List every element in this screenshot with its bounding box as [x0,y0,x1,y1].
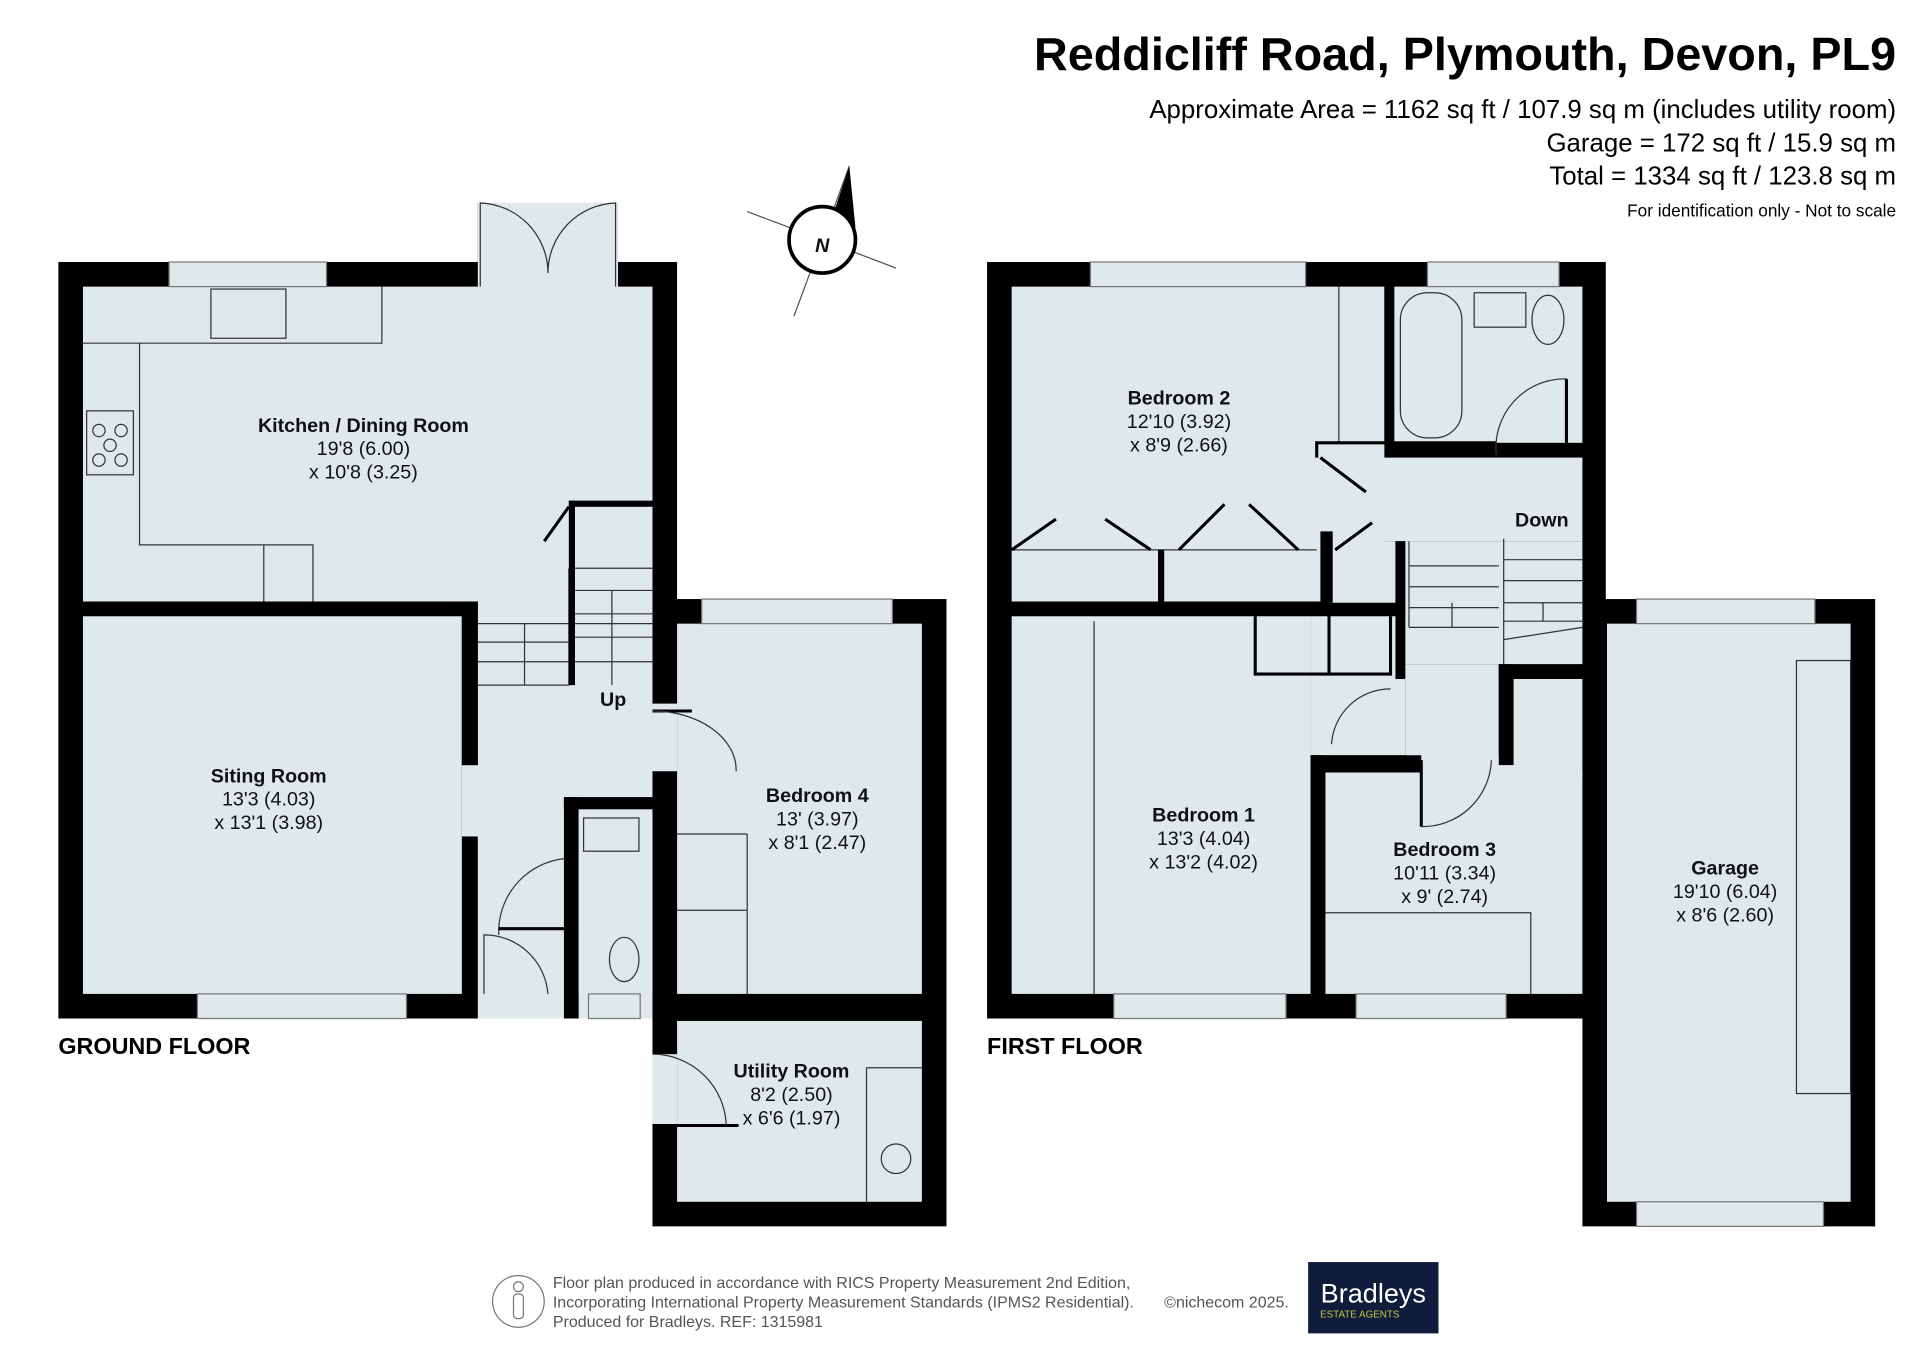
bedroom1-dim2: x 13'2 (4.02) [1149,851,1258,873]
svg-text:ESTATE AGENTS: ESTATE AGENTS [1320,1309,1400,1320]
bedroom4-name: Bedroom 4 [766,785,869,807]
bedroom2-dim1: 12'10 (3.92) [1127,411,1231,433]
siting-room-name: Siting Room [211,765,327,787]
area-approx: Approximate Area = 1162 sq ft / 107.9 sq… [1149,96,1896,124]
compass-icon: N [746,165,897,317]
bedroom3-dim2: x 9' (2.74) [1401,886,1488,908]
garage-dim1: 19'10 (6.04) [1673,881,1777,903]
property-title: Reddicliff Road, Plymouth, Devon, PL9 [1034,28,1896,80]
bedroom2-name: Bedroom 2 [1128,388,1231,410]
stairs-up-label: Up [600,689,626,711]
bedroom4-dim1: 13' (3.97) [776,808,859,830]
siting-room-dim2: x 13'1 (3.98) [214,812,323,834]
garage-dim2: x 8'6 (2.60) [1676,904,1774,926]
ground-floor-label: GROUND FLOOR [58,1033,250,1059]
utility-dim1: 8'2 (2.50) [750,1084,832,1106]
bedroom4-dim2: x 8'1 (2.47) [768,832,866,854]
bedroom1-name: Bedroom 1 [1152,805,1255,827]
footer: Floor plan produced in accordance with R… [491,1262,1439,1334]
svg-text:N: N [815,235,830,257]
kitchen-dim1: 19'8 (6.00) [317,438,410,460]
disclaimer: For identification only - Not to scale [1627,200,1896,220]
kitchen-dim2: x 10'8 (3.25) [309,461,418,483]
footer-line-2: Incorporating International Property Mea… [553,1295,1134,1312]
copyright: ©nichecom 2025. [1164,1295,1289,1312]
area-garage: Garage = 172 sq ft / 15.9 sq m [1546,129,1896,157]
garage-name: Garage [1691,858,1759,880]
stairs-down-label: Down [1515,509,1569,531]
first-floor: Bedroom 2 12'10 (3.92) x 8'9 (2.66) Bedr… [987,261,1876,1227]
first-floor-label: FIRST FLOOR [987,1033,1143,1059]
ground-floor: Kitchen / Dining Room 19'8 (6.00) x 10'8… [58,202,947,1227]
bedroom3-dim1: 10'11 (3.34) [1393,863,1496,885]
bedroom3-name: Bedroom 3 [1393,839,1496,861]
bedroom1-dim1: 13'3 (4.04) [1157,828,1250,850]
footer-line-1: Floor plan produced in accordance with R… [553,1275,1131,1292]
siting-room-dim1: 13'3 (4.03) [222,789,315,811]
bradleys-logo: Bradleys ESTATE AGENTS [1308,1262,1439,1334]
utility-dim2: x 6'6 (1.97) [743,1107,841,1129]
footer-line-3: Produced for Bradleys. REF: 1315981 [553,1314,823,1331]
area-total: Total = 1334 sq ft / 123.8 sq m [1549,163,1896,191]
person-icon [491,1274,545,1328]
utility-name: Utility Room [734,1061,850,1083]
svg-text:Bradleys: Bradleys [1321,1279,1426,1309]
kitchen-name: Kitchen / Dining Room [258,415,469,437]
bedroom2-dim2: x 8'9 (2.66) [1130,434,1228,456]
